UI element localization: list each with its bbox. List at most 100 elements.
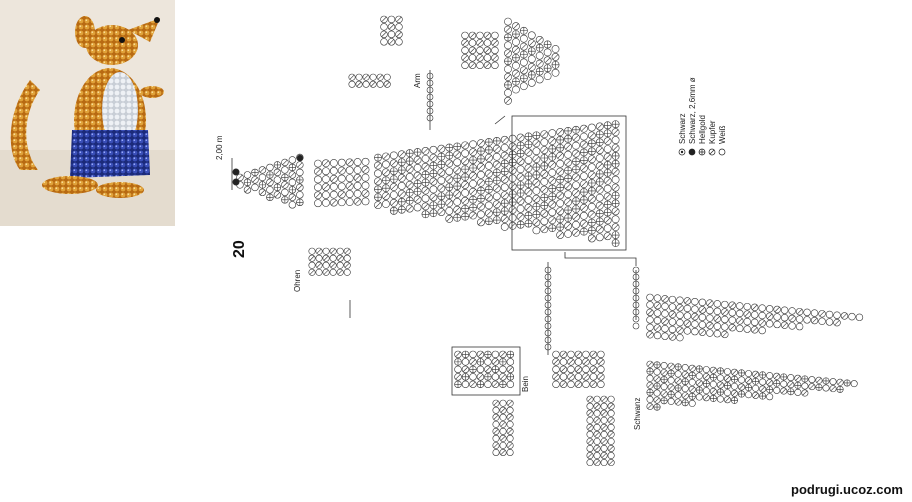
bead: [492, 137, 501, 145]
bead-mark: [601, 424, 607, 430]
bead: [564, 174, 572, 183]
bead: [698, 313, 707, 322]
bead: [593, 437, 601, 445]
bead-mark: [516, 221, 525, 229]
bead-mark: [470, 212, 476, 219]
bead-mark: [815, 384, 823, 391]
bead: [491, 380, 500, 389]
bead: [453, 182, 462, 190]
bead-mark: [462, 40, 468, 46]
bead: [795, 307, 804, 316]
bead-mark: [667, 391, 675, 398]
bead: [713, 322, 722, 330]
bead: [527, 31, 536, 40]
bead: [535, 35, 544, 44]
bead: [595, 209, 604, 218]
bead-mark: [802, 390, 808, 396]
bead: [653, 368, 661, 376]
bead: [499, 413, 507, 421]
bead: [632, 301, 640, 309]
bead-mark: [398, 198, 406, 206]
bead-mark: [349, 74, 355, 80]
bead: [653, 361, 661, 369]
bead: [499, 373, 507, 381]
bead-mark: [830, 386, 836, 392]
bead-mark: [682, 378, 689, 385]
bead-mark: [532, 163, 540, 171]
bead: [611, 239, 620, 247]
bead: [572, 173, 580, 182]
bead: [721, 330, 729, 339]
bead: [477, 210, 485, 219]
bead: [556, 199, 565, 208]
bead: [426, 72, 434, 80]
bead-mark: [710, 388, 716, 394]
label-schwanz: Schwanz: [633, 398, 642, 430]
bead: [646, 308, 654, 317]
bead-mark: [454, 358, 462, 366]
bead: [603, 129, 612, 138]
bead: [646, 381, 654, 389]
bead: [595, 201, 604, 210]
bead: [702, 394, 710, 402]
bead: [611, 199, 620, 208]
legend-symbol-filled: [688, 148, 696, 156]
bead-mark: [604, 233, 611, 239]
bead: [527, 47, 536, 56]
bead: [544, 301, 552, 309]
bead: [504, 57, 512, 66]
bead-mark: [363, 74, 369, 80]
bead: [461, 31, 469, 40]
bead-mark: [752, 378, 759, 385]
bead-mark: [281, 196, 289, 204]
bead: [803, 316, 811, 324]
bead: [548, 160, 557, 169]
bead: [506, 420, 514, 428]
bead-mark: [572, 165, 580, 173]
bead-mark: [309, 269, 315, 275]
bead-mark: [296, 198, 304, 206]
bead: [296, 198, 304, 207]
bead-mark: [422, 164, 429, 170]
bead: [607, 452, 615, 460]
bead: [595, 162, 604, 170]
bead-mark: [654, 302, 661, 309]
bead-mark: [507, 442, 513, 448]
bead-mark: [445, 183, 453, 191]
bead: [787, 381, 795, 389]
bead: [336, 254, 344, 262]
bead-mark: [462, 366, 469, 372]
bead-mark: [455, 351, 461, 357]
bead: [512, 77, 520, 86]
bead: [580, 156, 588, 165]
bead-mark: [429, 201, 438, 209]
bead: [429, 153, 438, 162]
bead-mark: [594, 460, 600, 466]
bead: [397, 158, 406, 167]
bead: [397, 197, 406, 206]
bead-mark: [746, 378, 752, 384]
bead: [506, 373, 515, 381]
bead-mark: [565, 223, 571, 229]
bead-mark: [494, 161, 500, 168]
bead-mark: [703, 374, 709, 380]
bead: [504, 81, 512, 89]
bead: [337, 182, 346, 191]
bead: [691, 297, 699, 306]
bead: [607, 423, 615, 431]
bead-mark: [513, 47, 519, 53]
bead-mark: [589, 211, 595, 218]
bead: [595, 146, 604, 155]
bead: [492, 192, 501, 201]
bead: [477, 162, 485, 171]
bead-mark: [406, 205, 413, 212]
bead-mark: [699, 329, 705, 335]
bead: [445, 183, 454, 192]
bead-mark: [597, 226, 603, 233]
bead-mark: [492, 365, 499, 373]
bead-mark: [469, 164, 477, 172]
bead: [709, 373, 717, 381]
bead: [516, 212, 525, 221]
bead-mark: [580, 148, 588, 157]
bead: [374, 161, 382, 170]
